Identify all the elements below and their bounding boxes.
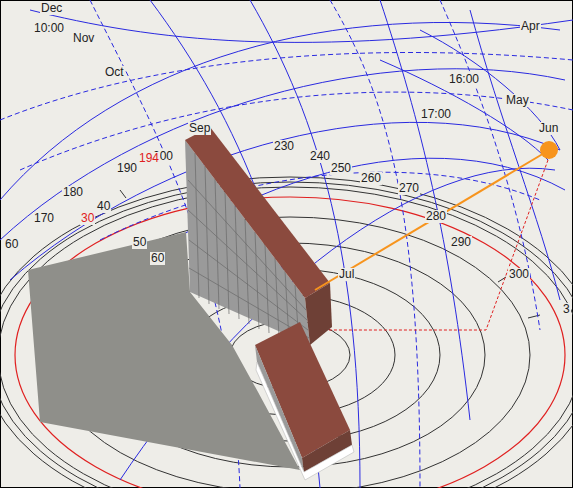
sun-path-label: Dec (40, 2, 63, 15)
sun-path-label: 10:00 (33, 22, 65, 35)
sun-path-label: 60 (150, 252, 165, 265)
sun-path-label: 17:00 (420, 108, 452, 121)
sun-path-label: Nov (72, 32, 95, 45)
sun-path-label: 190 (116, 162, 138, 175)
sun-path-label: Jul (338, 268, 355, 281)
sun-path-label: 60 (4, 238, 19, 251)
sun-path-label: 270 (398, 182, 420, 195)
sun-path-label: 260 (360, 172, 382, 185)
sun-path-label: 280 (425, 210, 447, 223)
sun-path-label: 290 (450, 236, 472, 249)
sun-path-label: 240 (309, 150, 331, 163)
sun-path-label: 50 (132, 236, 147, 249)
sun-path-label: 40 (96, 200, 111, 213)
sun-path-label: 3 (562, 303, 571, 316)
sun-path-label: Oct (104, 66, 125, 79)
sun-path-label: 16:00 (448, 73, 480, 86)
sun-path-label: 230 (273, 140, 295, 153)
sun-path-label: May (505, 94, 530, 107)
sun-path-label: 170 (33, 212, 55, 225)
sun-path-label: 30 (80, 212, 95, 225)
sun-path-label: Apr (520, 20, 541, 33)
sun-path-label: 250 (330, 162, 352, 175)
sun-path-label: 180 (62, 186, 84, 199)
sun-path-label: Jun (538, 122, 559, 135)
sun-path-label: 300 (508, 268, 530, 281)
sun-path-label: 194 (138, 152, 160, 165)
sun-path-label: Sep (188, 122, 211, 135)
